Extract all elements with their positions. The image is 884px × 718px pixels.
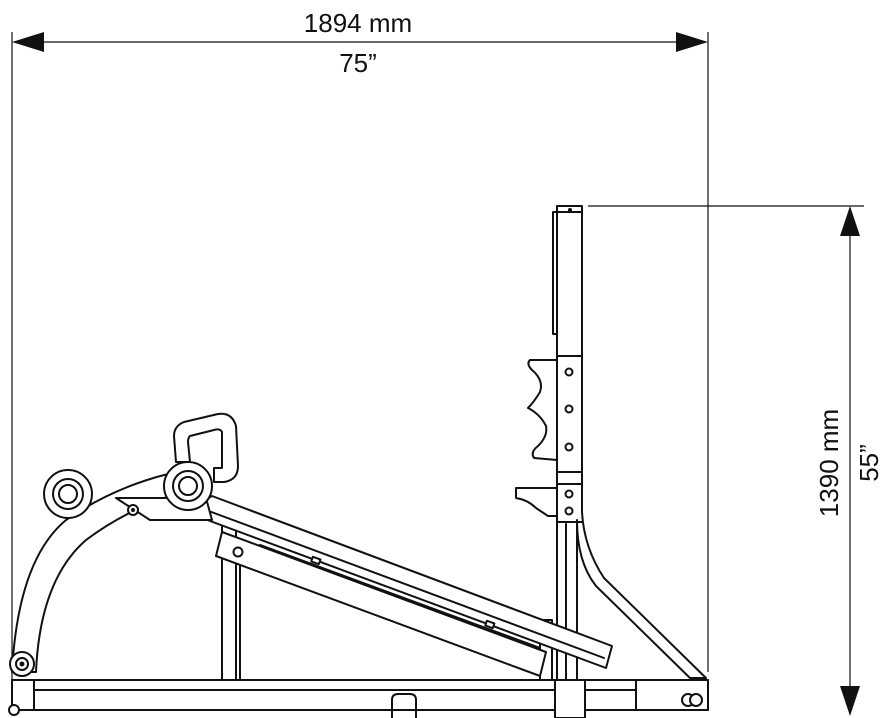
base-wheel-2 [689,693,703,707]
bench-frame-bolt [232,546,244,558]
upright-post [556,205,707,681]
safety-catch [515,487,558,517]
bar-storage-hooks [527,359,558,461]
height-inch-label: 55” [854,444,884,482]
base-center-bracket [391,693,417,718]
leg-pivot-inner [19,661,25,667]
leg-handle [173,412,239,483]
bench-backrest-pad [199,495,613,669]
bench-bracket-2 [484,619,496,630]
leg-roller-left-inner [58,484,78,504]
incline-bench [199,495,613,677]
bench-bracket-1 [310,555,322,566]
upright-hole-3 [564,442,574,452]
leg-arm-bolt-inner [131,508,135,512]
width-mm-label: 1894 mm [304,8,412,38]
bench-pad-edge [205,509,605,659]
width-dimension: 1894 mm 75” [11,8,709,690]
base-frame [8,679,709,718]
bench-frame-rail [215,531,547,677]
upright-hole-4 [564,489,574,499]
height-arrow-bottom [840,686,860,716]
width-inch-label: 75” [339,48,377,78]
upright-hole-1 [564,367,574,377]
leg-attachment [9,412,239,677]
bench-frame-line [259,544,541,649]
upright-rack [515,205,707,681]
upright-top-bolt [568,208,572,212]
height-mm-label: 1390 mm [814,409,844,517]
upright-hole-2 [564,404,574,414]
leg-roller-right-inner [178,476,198,496]
base-rail [11,679,709,711]
base-upright-foot [554,679,586,718]
base-left-cap [11,679,35,711]
upright-hole-5 [564,506,574,516]
height-arrow-top [840,206,860,236]
width-arrow-right [676,32,708,52]
base-left-roller [8,704,20,716]
height-dimension: 1390 mm 55” [588,205,884,716]
width-arrow-left [12,32,44,52]
